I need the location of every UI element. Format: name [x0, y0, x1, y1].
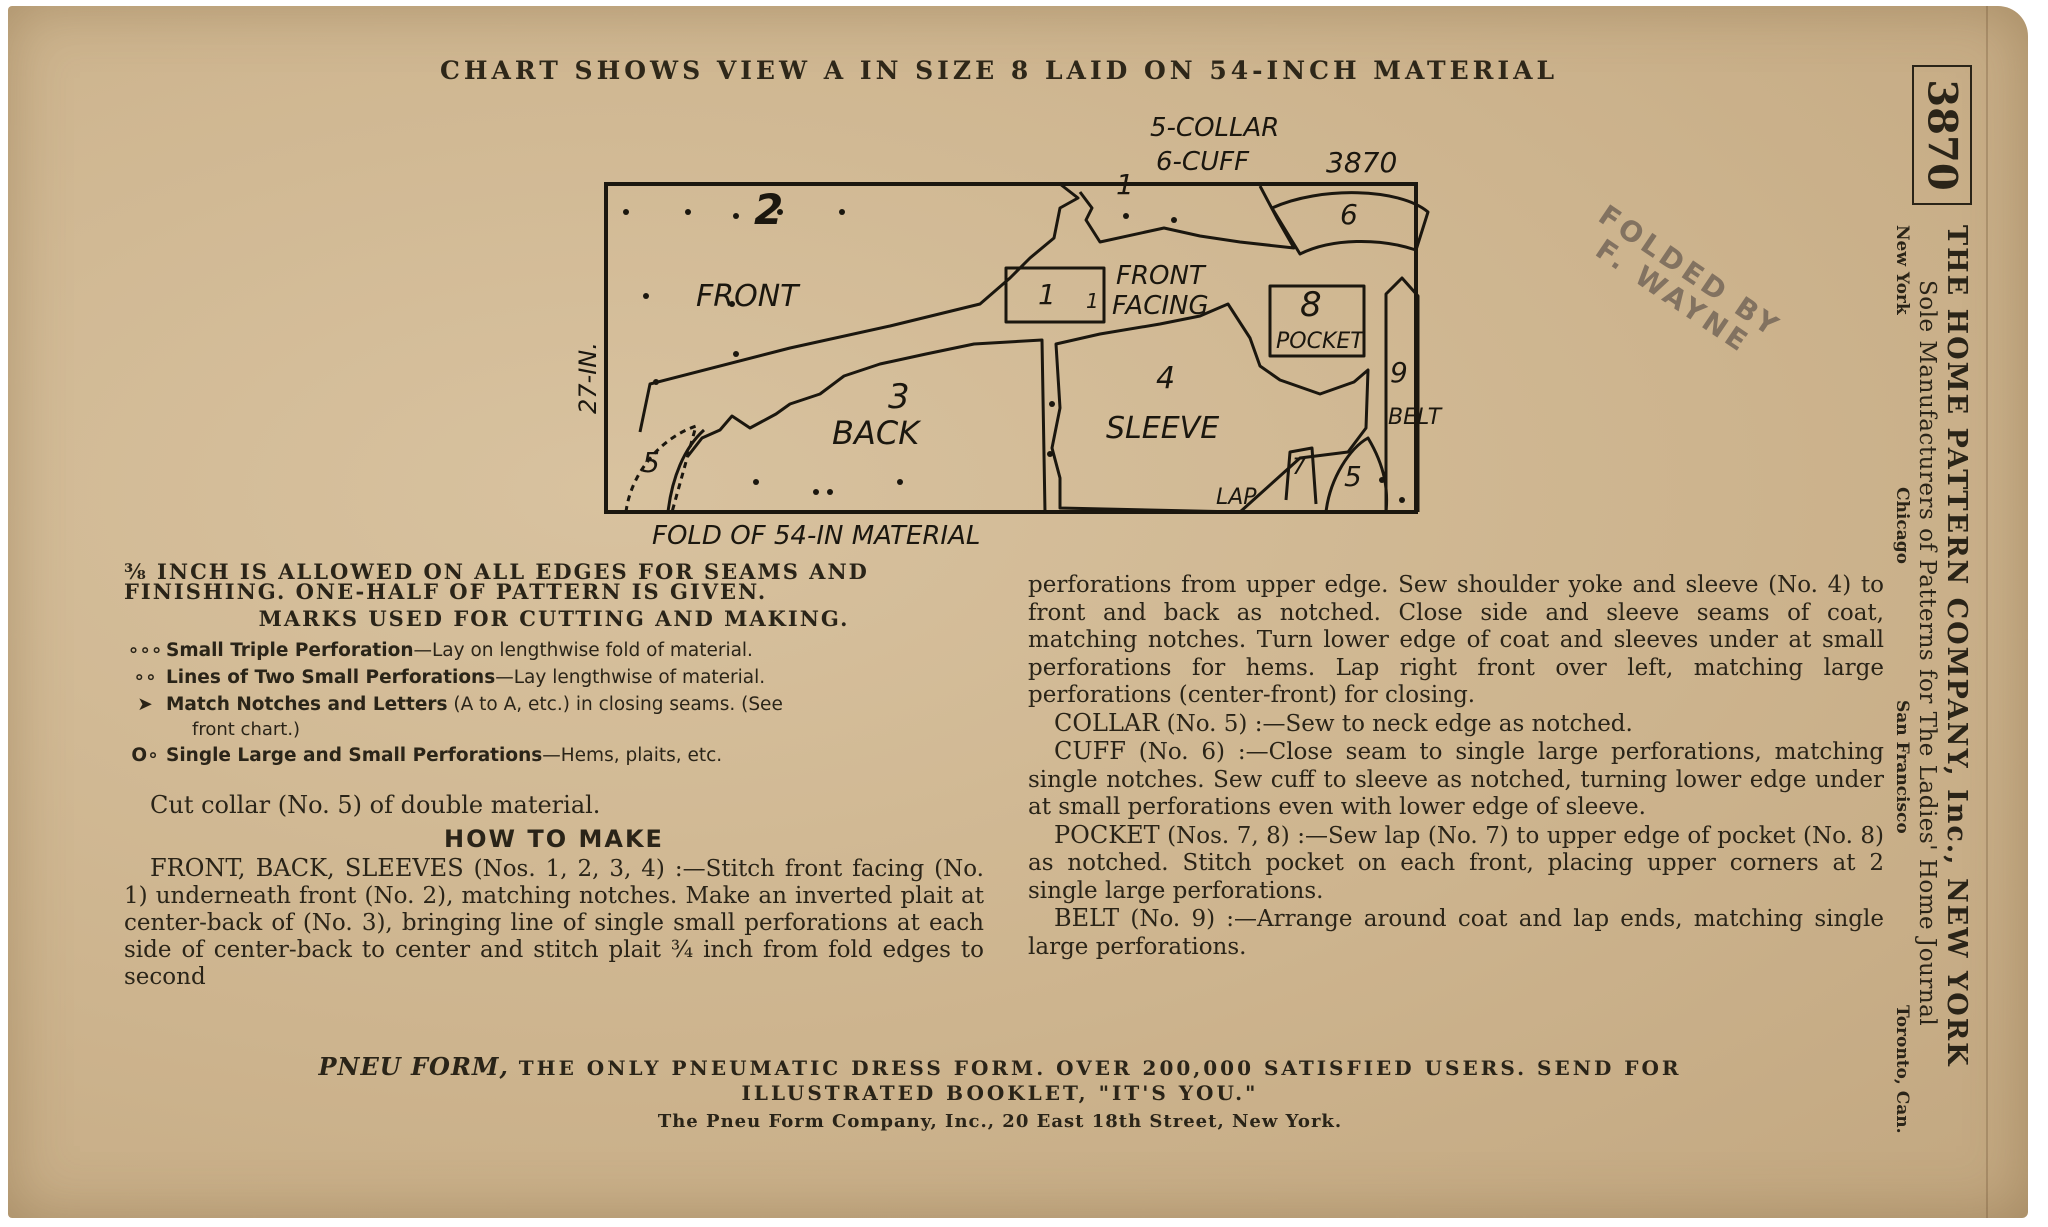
notch-arrow-icon: ➤: [137, 694, 153, 715]
city-toronto: Toronto, Can.: [1892, 1005, 1912, 1134]
piece-pocket-8: [1268, 284, 1366, 358]
ad-brand: PNEU FORM,: [318, 1052, 509, 1081]
seam-allowance-note: ⅜ INCH IS ALLOWED ON ALL EDGES FOR SEAMS…: [124, 559, 869, 604]
label-front-facing-1: FRONT: [1116, 261, 1207, 291]
label-sleeve-number: 4: [1156, 361, 1175, 396]
label-pocket-number: 8: [1300, 285, 1322, 325]
triple-perforation-icon: ∘∘∘: [127, 640, 163, 661]
envelope-flap-edge: [1986, 6, 1988, 1218]
city-san-francisco: San Francisco: [1892, 700, 1912, 834]
sole-manufacturers: Sole Manufacturers of Patterns for The L…: [1914, 280, 1940, 1027]
front-back-sleeves-step: FRONT, BACK, SLEEVES (Nos. 1, 2, 3, 4) :…: [124, 854, 984, 991]
label-sleeve: SLEEVE: [1106, 411, 1219, 446]
label-collar-number-left: 5: [642, 446, 660, 479]
label-belt: BELT: [1388, 405, 1443, 430]
label-facing-number-b: 1: [1086, 289, 1099, 313]
how-to-make-title: HOW TO MAKE: [444, 825, 664, 853]
collar-cut-note: Cut collar (No. 5) of double material.: [150, 791, 601, 819]
company-name: THE HOME PATTERN COMPANY, Inc., NEW YORK: [1941, 225, 1972, 1068]
double-perforation-icon: ∘∘: [133, 667, 157, 688]
piece-facing-1-box: [1004, 266, 1106, 324]
label-back: BACK: [832, 414, 922, 452]
ad-line-1: PNEU FORM, THE ONLY PNEUMATIC DRESS FORM…: [318, 1052, 1682, 1081]
piece-sleeve-4: [1050, 302, 1370, 514]
mark-notches-continued: front chart.): [192, 719, 301, 740]
ad-line-3: The Pneu Form Company, Inc., 20 East 18t…: [657, 1111, 1343, 1132]
label-lap: LAP: [1216, 485, 1257, 510]
label-collar: 5-COLLAR: [1150, 113, 1279, 143]
pattern-envelope: [8, 6, 2028, 1218]
pattern-number-box: 3870: [1912, 65, 1972, 205]
mark-large-small-perforations: O∘Single Large and Small Perforations—He…: [124, 742, 984, 769]
collar-step: COLLAR (No. 5) :—Sew to neck edge as not…: [1054, 708, 1633, 737]
label-front-number: 2: [754, 185, 783, 234]
mark-triple-perforation: ∘∘∘Small Triple Perforation—Lay on lengt…: [124, 637, 984, 664]
continued-step: perforations from upper edge. Sew should…: [1028, 572, 1884, 708]
chart-title: CHART SHOWS VIEW A IN SIZE 8 LAID ON 54-…: [440, 56, 1559, 85]
pocket-step: POCKET (Nos. 7, 8) :—Sew lap (No. 7) to …: [1028, 820, 1884, 904]
mark-notches: ➤Match Notches and Letters (A to A, etc.…: [124, 691, 984, 718]
layout-diagram: 5-COLLAR 6-CUFF 3870 2 FRONT 1 1 FRONT F…: [560, 108, 1460, 556]
making-instructions-continued: perforations from upper edge. Sew should…: [1028, 572, 1884, 961]
piece-lap-7: [1284, 446, 1318, 505]
belt-step: BELT (No. 9) :—Arrange around coat and l…: [1028, 904, 1884, 960]
publisher-sidebar: 3870 THE HOME PATTERN COMPANY, Inc., NEW…: [1890, 55, 2020, 1175]
piece-belt-9: [1384, 276, 1420, 512]
piece-front-facing-1-top: [1078, 185, 1296, 250]
piece-cuff-6: [1270, 191, 1430, 256]
marks-title: MARKS USED FOR CUTTING AND MAKING.: [258, 606, 850, 631]
large-small-perforation-icon: O∘: [131, 745, 159, 766]
piece-collar-5-right: [1324, 436, 1389, 513]
piece-collar-5-left-solid: [666, 428, 706, 513]
label-pattern-number: 3870: [1326, 146, 1397, 179]
label-belt-number: 9: [1390, 356, 1408, 389]
ad-line-2: ILLUSTRATED BOOKLET, "IT'S YOU.": [741, 1081, 1259, 1105]
label-collar-number-right: 5: [1344, 460, 1362, 493]
layout-diagram-svg: 5-COLLAR 6-CUFF 3870 2 FRONT 1 1 FRONT F…: [574, 113, 1443, 551]
material-outline: [604, 182, 1418, 514]
label-front: FRONT: [696, 279, 801, 314]
label-pocket: POCKET: [1276, 329, 1365, 354]
label-back-number: 3: [888, 377, 910, 417]
piece-front-outline: [638, 182, 1080, 433]
label-material-width: 27-IN.: [574, 342, 602, 414]
piece-back-outline: [686, 338, 1047, 513]
cutting-instructions: ⅜ INCH IS ALLOWED ON ALL EDGES FOR SEAMS…: [124, 559, 984, 991]
cuff-step: CUFF (No. 6) :—Close seam to single larg…: [1028, 737, 1884, 820]
piece-collar-5-left: [624, 424, 698, 513]
label-fold: FOLD OF 54-IN MATERIAL: [652, 521, 980, 551]
city-chicago: Chicago: [1892, 487, 1912, 564]
label-facing-top-number: 1: [1116, 168, 1134, 201]
label-cuff-number: 6: [1340, 198, 1358, 231]
mark-two-perforations: ∘∘Lines of Two Small Perforations—Lay le…: [124, 664, 984, 691]
city-new-york: New York: [1892, 225, 1912, 315]
advertisement-footer: PNEU FORM, THE ONLY PNEUMATIC DRESS FORM…: [300, 1052, 1700, 1132]
label-facing-number-a: 1: [1038, 278, 1056, 311]
label-front-facing-2: FACING: [1112, 291, 1209, 321]
pattern-number: 3870: [1918, 79, 1966, 191]
label-cuff: 6-CUFF: [1156, 147, 1250, 177]
label-lap-number: 7: [1292, 455, 1306, 480]
